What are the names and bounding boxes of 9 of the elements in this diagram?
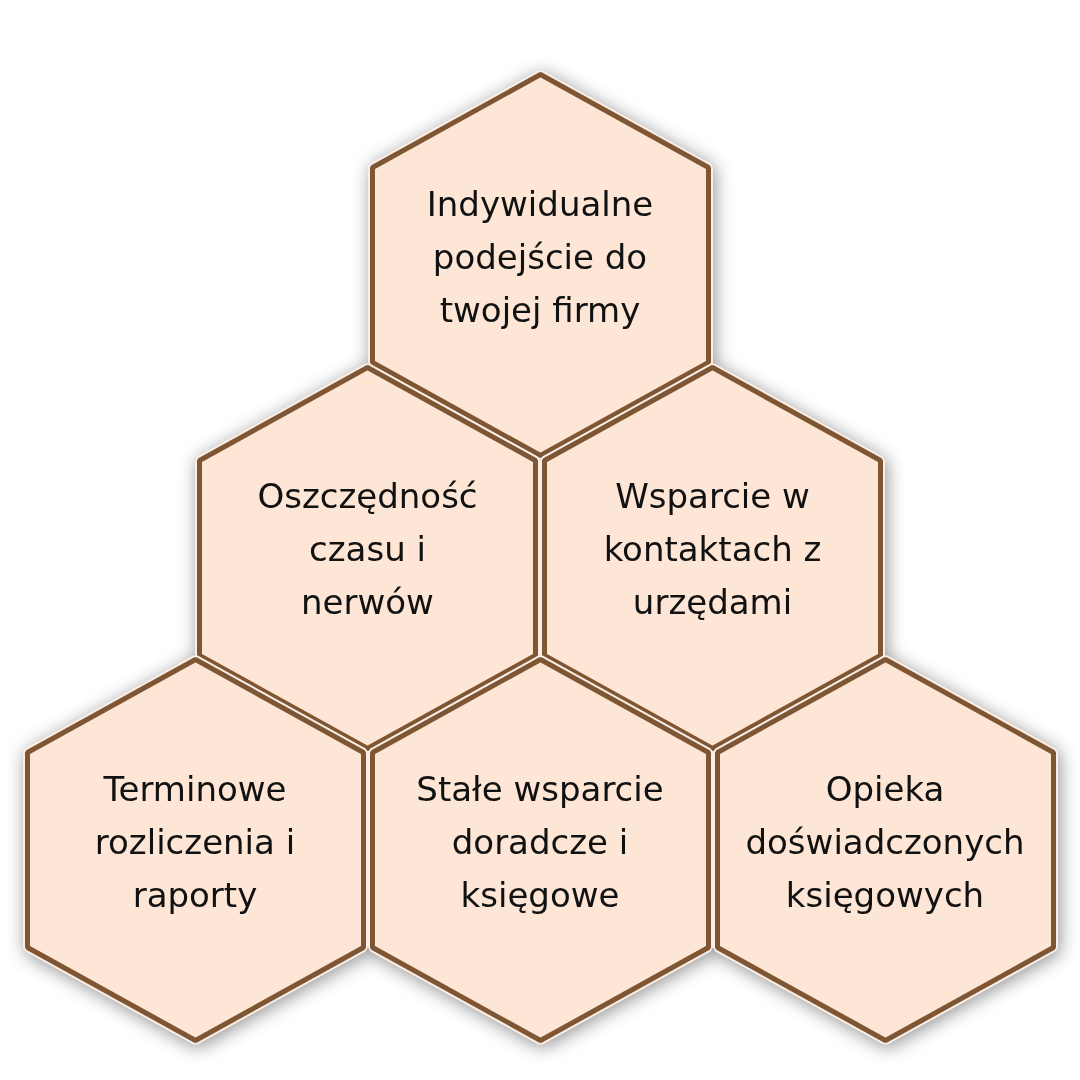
tile-label: Wsparcie w kontaktach z urzędami	[602, 475, 823, 624]
tile-label: Stałe wsparcie doradcze i księgowe	[415, 767, 665, 917]
tile-label: Oszczędność czasu i nerwów	[256, 475, 479, 624]
tile-label: Terminowe rozliczenia i raporty	[93, 767, 297, 917]
hexagon-tile	[22, 655, 368, 1045]
hexagon-tile	[712, 655, 1058, 1045]
hexagon-tile	[367, 655, 713, 1045]
tile-label: Opieka doświadczonych księgowych	[744, 767, 1026, 917]
tile-label: Indywidualne podejście do twojej firmy	[425, 182, 655, 332]
